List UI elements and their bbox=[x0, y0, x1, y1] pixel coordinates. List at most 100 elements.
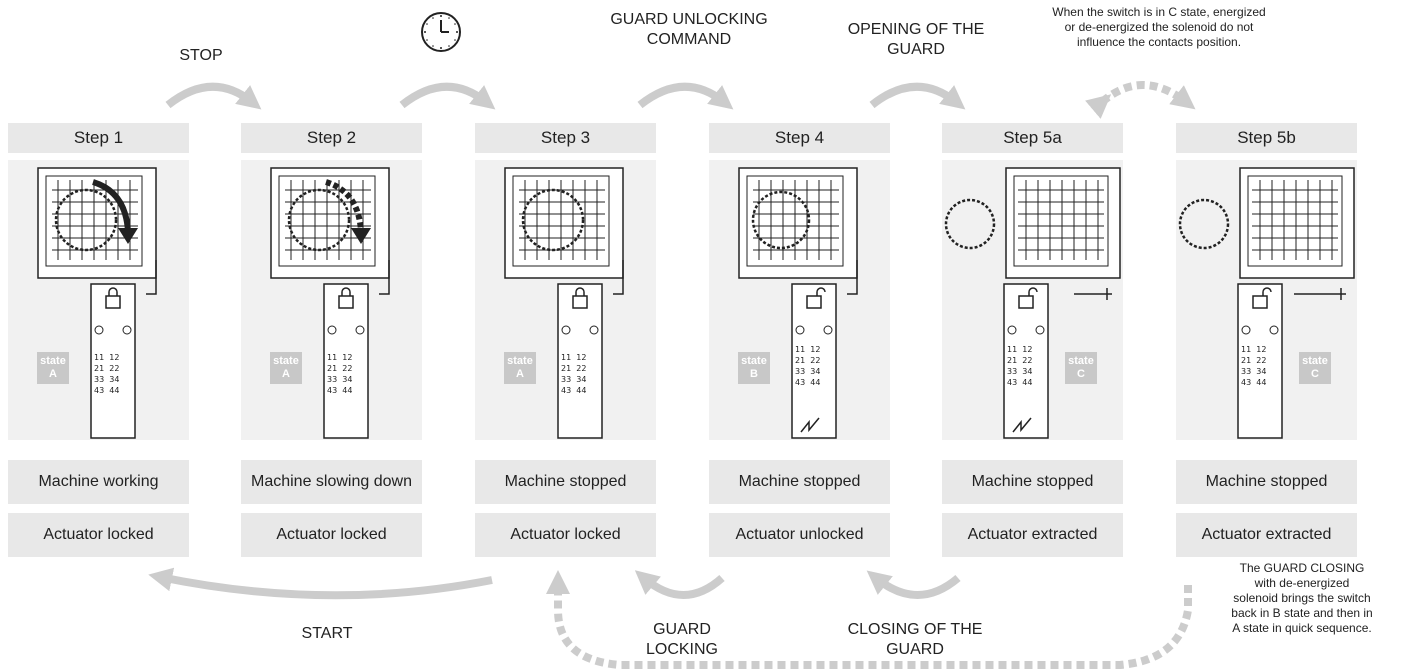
label-stop: STOP bbox=[179, 47, 223, 64]
contact-33: 33 bbox=[795, 367, 806, 376]
switch-illustration bbox=[270, 167, 390, 439]
contact-43: 43 bbox=[94, 386, 105, 395]
label-opening-of-the-guard: OPENING OF THE GUARD bbox=[822, 20, 1010, 60]
contact-43: 43 bbox=[795, 378, 806, 387]
contact-34: 34 bbox=[576, 375, 587, 384]
step-title: Step 4 bbox=[709, 123, 890, 153]
padlock-icon bbox=[806, 287, 826, 309]
state-word: state bbox=[40, 355, 66, 367]
padlock-icon bbox=[572, 287, 588, 309]
contact-44: 44 bbox=[576, 386, 587, 395]
step-illustration-panel bbox=[8, 160, 189, 440]
actuator-status: Actuator locked bbox=[8, 513, 189, 557]
step-title: Step 5b bbox=[1176, 123, 1357, 153]
gear-icon bbox=[751, 190, 811, 250]
contact-12: 12 bbox=[1256, 345, 1267, 354]
padlock-icon bbox=[105, 287, 121, 309]
state-letter: B bbox=[750, 368, 758, 380]
switch-illustration bbox=[738, 167, 858, 439]
note-line: influence the contacts position. bbox=[1076, 35, 1242, 49]
state-word: state bbox=[273, 355, 299, 367]
state-word: state bbox=[1302, 355, 1328, 367]
contact-numbers: 11 12 21 22 33 34 43 44 bbox=[94, 352, 119, 396]
label-line: GUARD bbox=[653, 621, 711, 638]
clock-icon bbox=[421, 12, 461, 52]
gear-icon bbox=[1178, 198, 1230, 250]
contact-34: 34 bbox=[342, 375, 353, 384]
contact-34: 34 bbox=[1022, 367, 1033, 376]
contact-21: 21 bbox=[561, 364, 572, 373]
contact-34: 34 bbox=[1256, 367, 1267, 376]
actuator-status: Actuator locked bbox=[241, 513, 422, 557]
gear-icon bbox=[944, 198, 996, 250]
contact-44: 44 bbox=[342, 386, 353, 395]
padlock-icon bbox=[1018, 287, 1038, 309]
actuator-status: Actuator extracted bbox=[942, 513, 1123, 557]
contact-22: 22 bbox=[1022, 356, 1033, 365]
contact-11: 11 bbox=[795, 345, 806, 354]
contact-12: 12 bbox=[1022, 345, 1033, 354]
switch-illustration bbox=[37, 167, 157, 439]
contact-21: 21 bbox=[1241, 356, 1252, 365]
rotation-arrow-icon bbox=[92, 179, 131, 233]
contact-11: 11 bbox=[94, 353, 105, 362]
note-line: When the switch is in C state, energized bbox=[1052, 5, 1266, 19]
label-line: GUARD bbox=[887, 41, 945, 58]
state-letter: A bbox=[282, 368, 290, 380]
contact-33: 33 bbox=[1007, 367, 1018, 376]
arrow-opening bbox=[869, 82, 966, 110]
contact-22: 22 bbox=[342, 364, 353, 373]
contact-34: 34 bbox=[109, 375, 120, 384]
contact-21: 21 bbox=[795, 356, 806, 365]
contact-44: 44 bbox=[1256, 378, 1267, 387]
arrow-start bbox=[148, 567, 493, 600]
label-line: OPENING OF THE bbox=[847, 21, 985, 38]
contact-11: 11 bbox=[1007, 345, 1018, 354]
contact-11: 11 bbox=[561, 353, 572, 362]
contact-33: 33 bbox=[327, 375, 338, 384]
contact-44: 44 bbox=[109, 386, 120, 395]
arrow-locking bbox=[634, 570, 725, 599]
contact-numbers: 11 12 21 22 33 34 43 44 bbox=[795, 344, 820, 388]
contact-22: 22 bbox=[576, 364, 587, 373]
state-word: state bbox=[741, 355, 767, 367]
contact-43: 43 bbox=[1241, 378, 1252, 387]
step-illustration-panel bbox=[709, 160, 890, 440]
gear-icon bbox=[287, 188, 351, 252]
step-illustration-panel bbox=[475, 160, 656, 440]
machine-status: Machine stopped bbox=[475, 460, 656, 504]
rotation-arrow-icon bbox=[325, 179, 364, 233]
note-line: The GUARD CLOSING bbox=[1239, 561, 1365, 575]
note-c-state: When the switch is in C state, energized… bbox=[1012, 5, 1306, 50]
contact-11: 11 bbox=[1241, 345, 1252, 354]
label-line: GUARD UNLOCKING bbox=[610, 11, 768, 28]
machine-status: Machine slowing down bbox=[241, 460, 422, 504]
note-guard-closing: The GUARD CLOSING with de-energized sole… bbox=[1196, 561, 1408, 636]
arrow-c-state bbox=[1085, 81, 1196, 119]
contact-33: 33 bbox=[94, 375, 105, 384]
contact-12: 12 bbox=[810, 345, 821, 354]
switch-illustration bbox=[504, 167, 624, 439]
actuator-status: Actuator unlocked bbox=[709, 513, 890, 557]
label-line: GUARD bbox=[886, 641, 944, 658]
note-line: or de-energized the solenoid do not bbox=[1064, 20, 1254, 34]
gear-icon bbox=[521, 188, 585, 252]
step-title: Step 3 bbox=[475, 123, 656, 153]
label-line: CLOSING OF THE bbox=[847, 621, 983, 638]
contact-11: 11 bbox=[327, 353, 338, 362]
step-illustration-panel bbox=[942, 160, 1123, 440]
machine-status: Machine stopped bbox=[709, 460, 890, 504]
switch-illustration bbox=[1178, 167, 1355, 439]
contact-21: 21 bbox=[94, 364, 105, 373]
contact-22: 22 bbox=[1256, 356, 1267, 365]
contact-44: 44 bbox=[1022, 378, 1033, 387]
contact-12: 12 bbox=[576, 353, 587, 362]
contact-43: 43 bbox=[327, 386, 338, 395]
note-line: back in B state and then in bbox=[1231, 606, 1373, 620]
label-guard-unlocking-command: GUARD UNLOCKING COMMAND bbox=[584, 10, 794, 50]
switch-illustration bbox=[944, 167, 1121, 439]
